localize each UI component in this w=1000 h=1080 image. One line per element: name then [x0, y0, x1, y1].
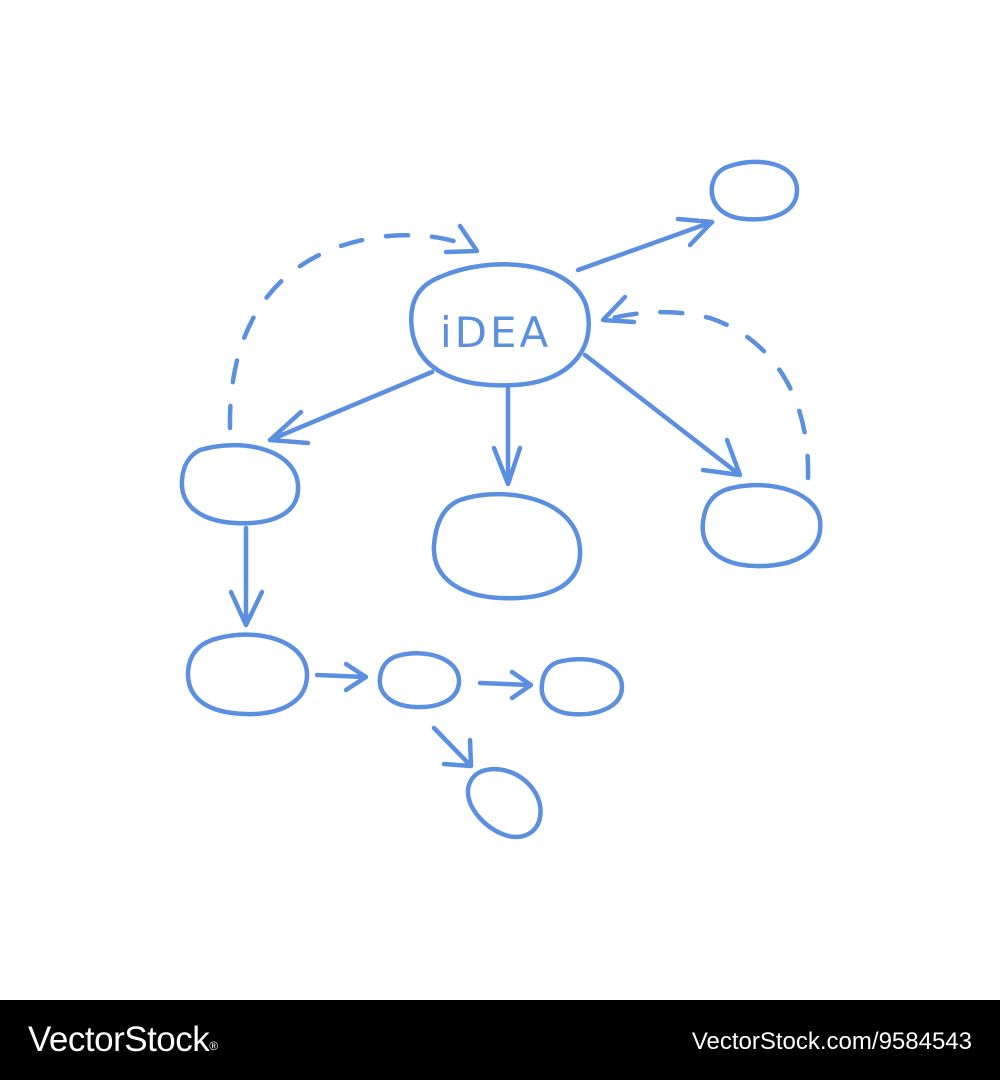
idea-node: [409, 262, 591, 388]
node-branch: [465, 766, 543, 840]
arrow-idea-to-right: [582, 352, 743, 478]
watermark-footer: VectorStock® VectorStock.com/9584543: [0, 1000, 1000, 1080]
registered-mark: ®: [209, 1039, 218, 1053]
dashed-arrow-left-to-idea: [227, 233, 478, 431]
node-middle: [431, 492, 583, 601]
node-right: [700, 482, 823, 569]
dashed-arrow-right-to-idea-head: [600, 294, 637, 325]
arrow-left-to-lower-left: [228, 525, 265, 628]
arrow-idea-to-middle: [491, 385, 523, 487]
idea-label: iDEA: [440, 308, 551, 357]
node-left: [179, 442, 301, 526]
mind-map-diagram: iDEA: [179, 159, 823, 840]
image-id: VectorStock.com/9584543: [691, 1028, 972, 1055]
dashed-arrow-left-to-idea-head: [443, 223, 480, 255]
node-top-right: [709, 159, 800, 222]
node-chain-1: [377, 651, 462, 710]
brand-logo: VectorStock®: [28, 1018, 218, 1062]
arrow-lower-left-to-chain-1: [314, 661, 369, 693]
arrow-idea-to-top-right: [575, 216, 715, 273]
node-chain-2: [539, 657, 625, 717]
arrow-idea-to-left: [267, 369, 435, 446]
arrow-chain-1-to-chain-2: [477, 669, 534, 701]
node-lower-left: [185, 632, 310, 717]
arrow-chain-1-to-branch: [431, 725, 474, 769]
brand-name: VectorStock: [28, 1020, 210, 1059]
dashed-arrow-right-to-idea: [601, 309, 811, 481]
